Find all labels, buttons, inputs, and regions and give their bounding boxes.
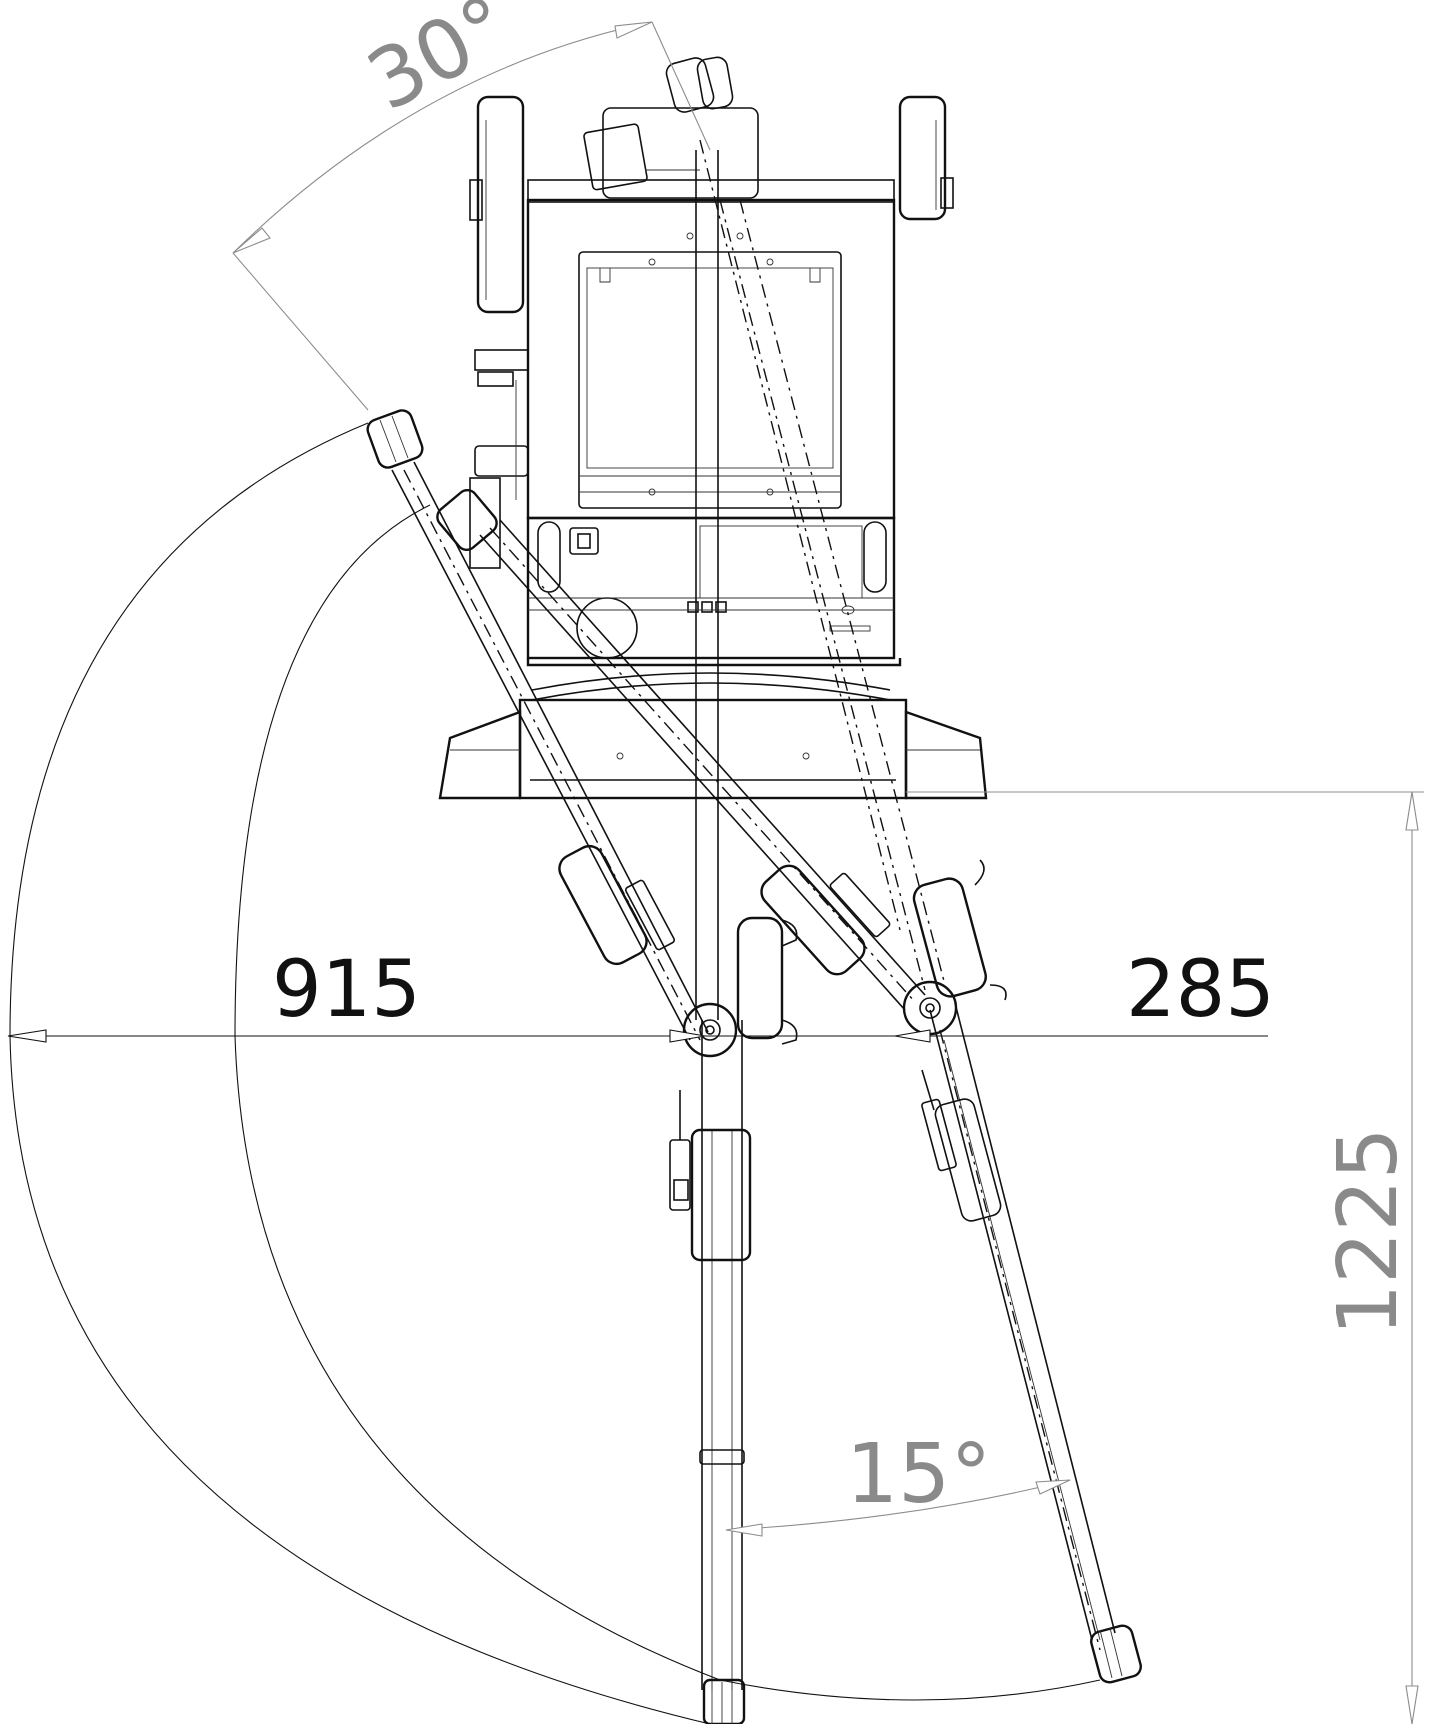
handle-rotated-variant [436, 139, 926, 1011]
motor-housing [583, 107, 759, 199]
angle-15-label: 15° [846, 1427, 991, 1522]
handle-rotated-30 [366, 409, 709, 1041]
left-wheel [469, 95, 525, 314]
right-wheel [898, 95, 954, 221]
base-skid [438, 658, 988, 800]
width-left-label: 915 [272, 945, 421, 1035]
lower-body [526, 516, 896, 660]
handle-rotated-15 [719, 199, 1142, 1684]
handle-straight [665, 56, 798, 1724]
swing-arc [9, 422, 1101, 1724]
chassis [469, 198, 896, 569]
angle-30-label: 30° [353, 0, 526, 130]
depth-label: 1225 [1321, 1127, 1416, 1336]
depth-dimension [906, 791, 1424, 1724]
width-right-label: 285 [1126, 945, 1275, 1035]
machine-body [438, 95, 988, 800]
width-dimension [7, 1029, 1268, 1043]
angle-15-dimension [725, 1479, 1071, 1537]
angle-30-dimension [232, 21, 711, 411]
